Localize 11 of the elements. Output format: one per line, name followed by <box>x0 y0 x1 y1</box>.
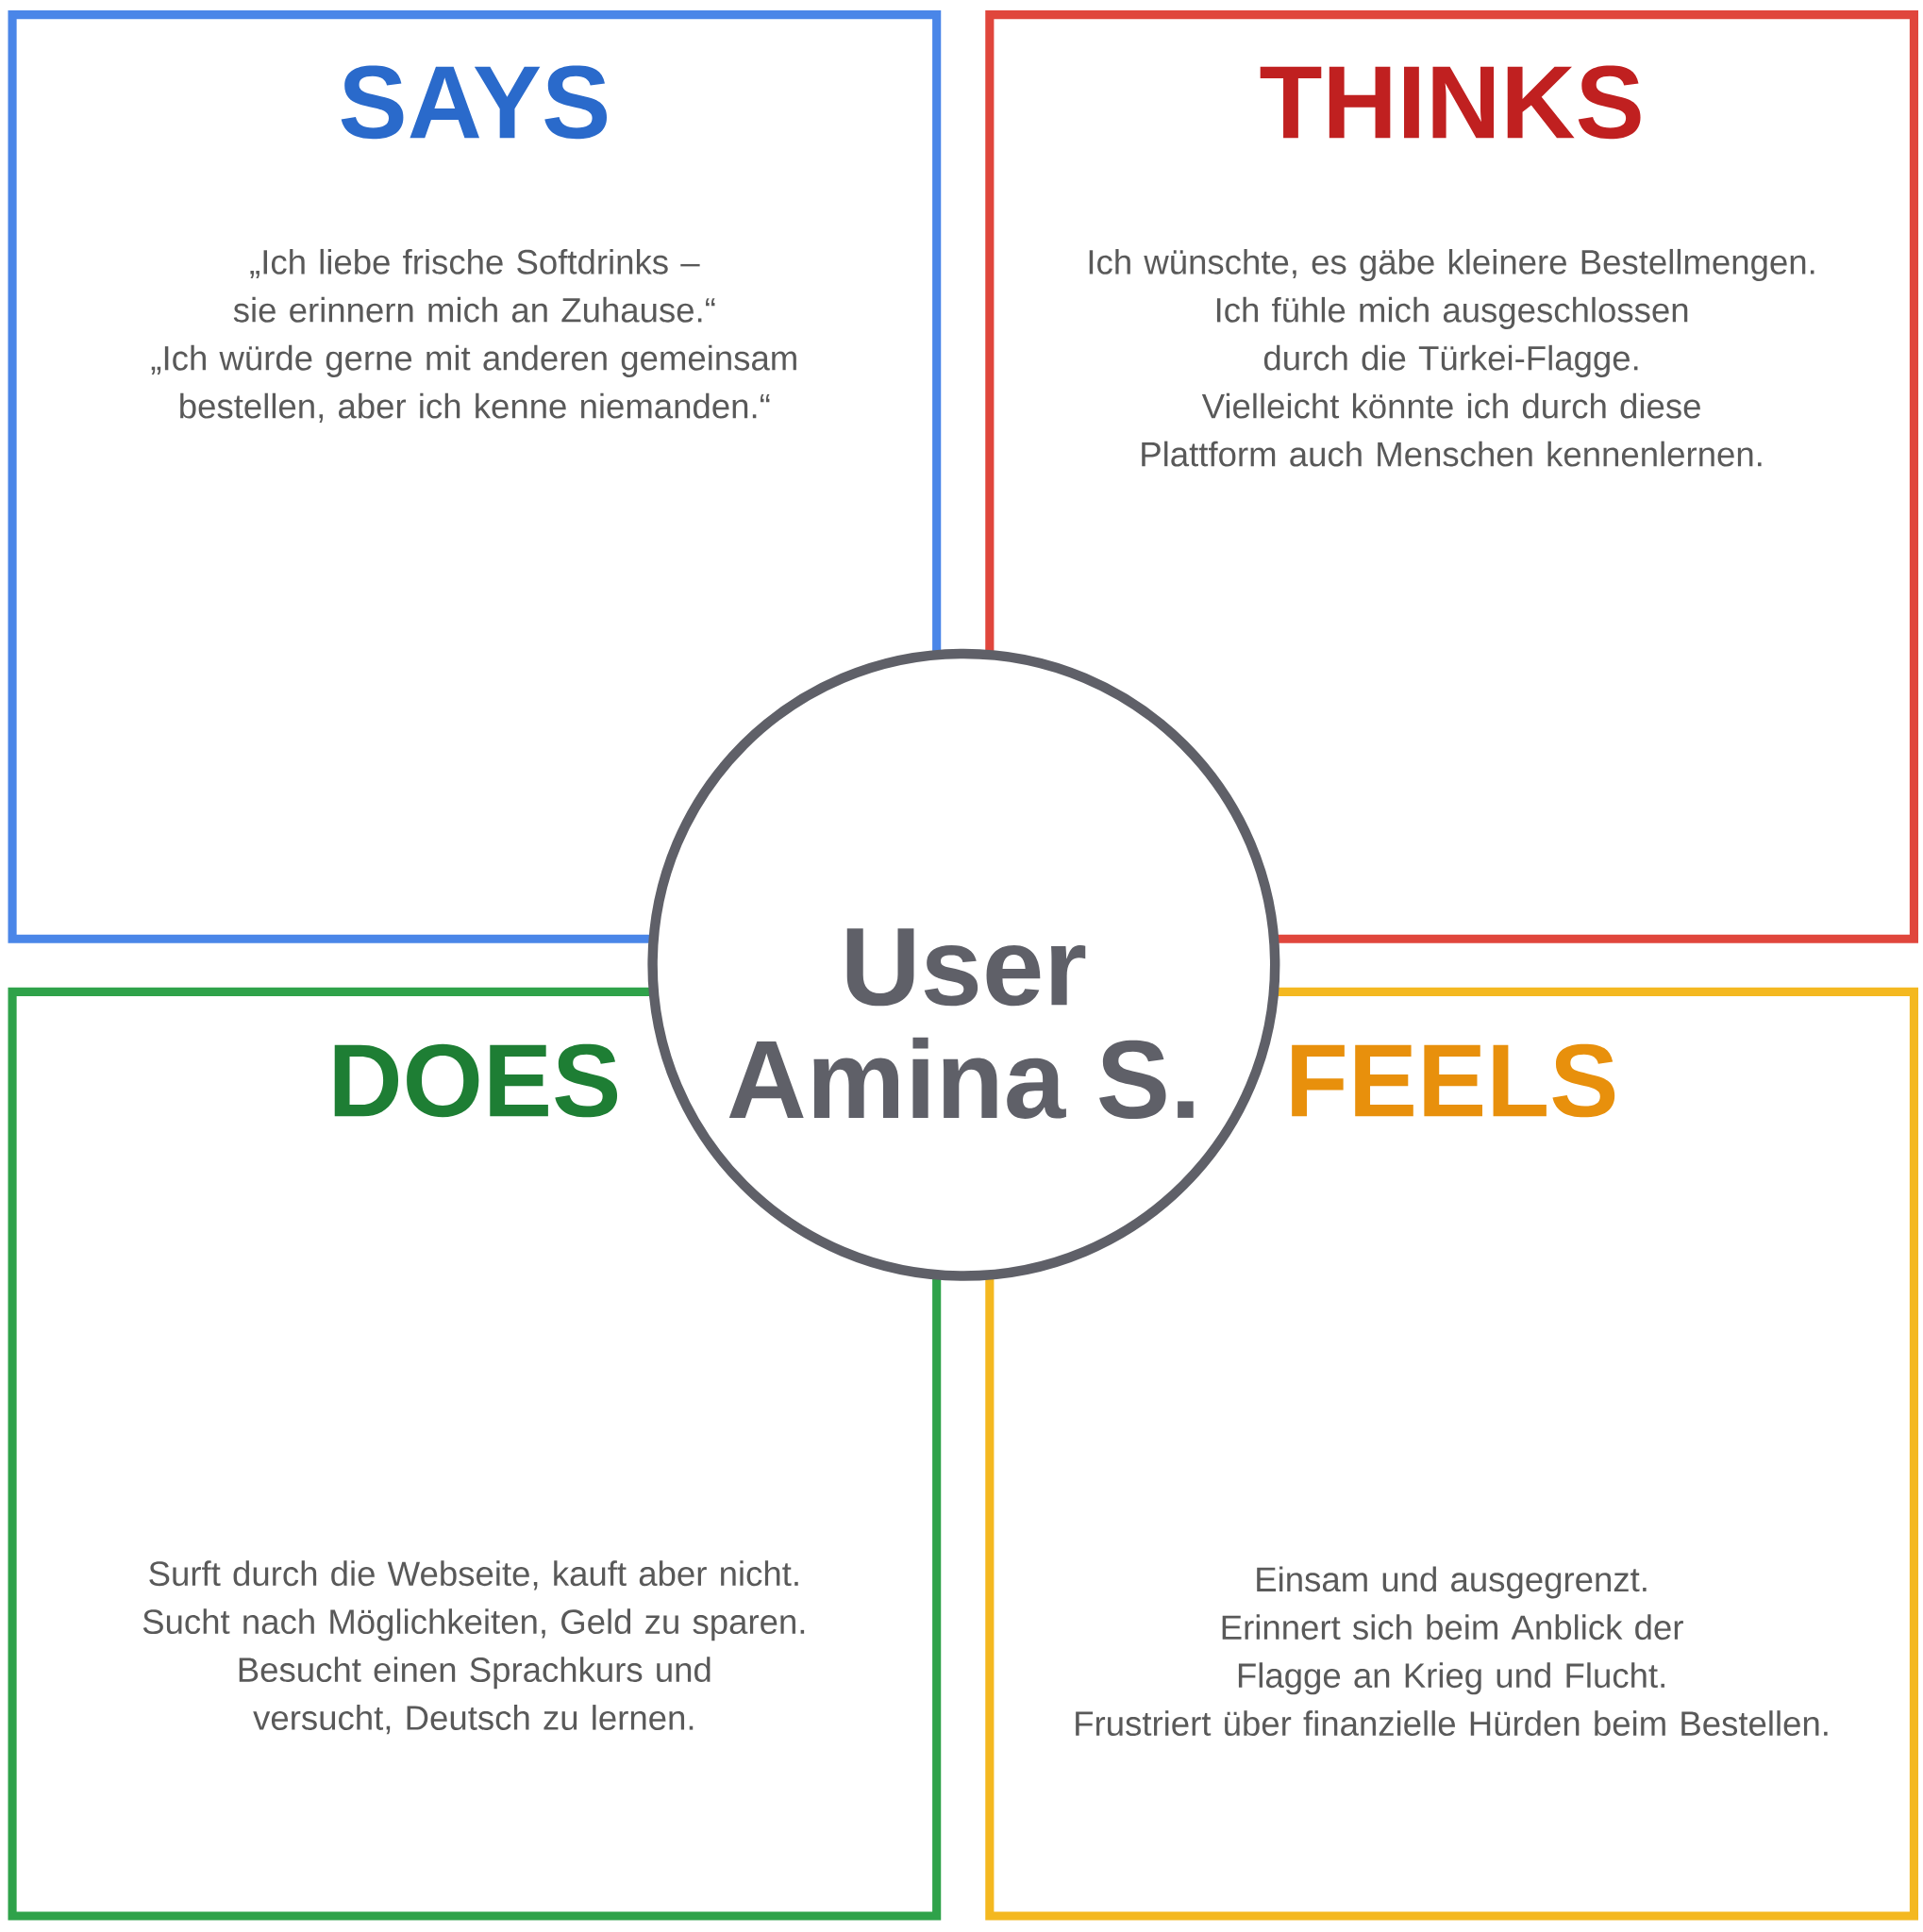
persona-name: Amina S. <box>729 1037 1194 1120</box>
persona-circle <box>647 648 1280 1281</box>
heading-text: SAYS <box>341 65 608 140</box>
heading-text: THINKS <box>1260 65 1641 140</box>
heading-text: DOES <box>334 1043 618 1118</box>
body-text: Einsam und ausgegrenzt. Erinnert sich beim Anblick der Flagge an Krieg und Flucht. Frustriert über finanzielle Hürden beim Bestellen. <box>1076 1566 1828 1737</box>
body-text: Surft durch die Webseite, kauft aber nicht. Sucht nach Möglichkeiten, Geld zu sparen. Besucht einen Sprachkurs und versucht, Deutsch zu lernen. <box>143 1560 805 1735</box>
body-text: Ich wünschte, es gäbe kleinere Bestellmengen. Ich fühle mich ausgeschlossen durch die Türkei-Flagge. Vielleicht könnte ich durch diese Plattform auch Menschen kennenlernen. <box>1089 248 1814 467</box>
heading-text: FEELS <box>1292 1043 1615 1118</box>
persona-name: User <box>846 928 1086 1007</box>
body-text: „Ich liebe frische Softdrinks – sie erinnern mich an Zuhause.“ „Ich würde gerne mit anderen gemeinsam bestellen, aber ich kenne niemanden.“ <box>151 248 797 423</box>
